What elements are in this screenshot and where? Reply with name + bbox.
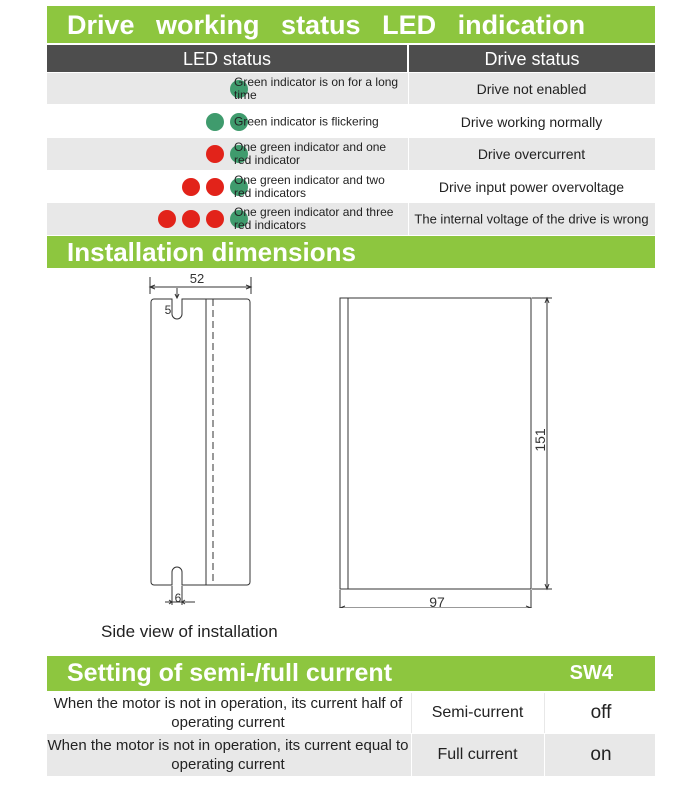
led-description: Green indicator is on for a long time: [234, 74, 399, 102]
led-description: One green indicator and one red indicato…: [234, 140, 387, 167]
column-divider: [408, 171, 409, 202]
sw4-value: off: [590, 702, 612, 723]
sw4-label: SW4: [569, 662, 613, 684]
led-indicators: [182, 171, 248, 202]
current-setting-row: When the motor is not in operation, its …: [47, 734, 655, 776]
drive-status-text: Drive input power overvoltage: [438, 178, 625, 195]
led-status-row: One green indicator and three red indica…: [47, 203, 655, 235]
drive-status-text: Drive working normally: [460, 113, 603, 130]
dim-depth-label: 97: [429, 594, 445, 608]
column-divider: [544, 734, 545, 776]
green-led-icon: [230, 177, 248, 196]
dim-width-label: 52: [190, 271, 204, 286]
led-section-title: Drive working status LED indication: [47, 6, 655, 43]
current-section-title-text: Setting of semi-/full current: [67, 659, 393, 687]
side-view-drawing: [148, 277, 253, 605]
current-mode: Semi-current: [431, 704, 524, 721]
led-indicators: [230, 73, 248, 104]
green-led-icon: [230, 145, 248, 163]
led-description: One green indicator and two red indicato…: [234, 172, 385, 200]
column-divider: [408, 203, 409, 235]
led-status-row: One green indicator and two red indicato…: [47, 171, 655, 202]
current-setting-row: When the motor is not in operation, its …: [47, 693, 655, 733]
current-description: When the motor is not in operation, its …: [53, 695, 403, 731]
drive-status-text: Drive not enabled: [476, 80, 587, 97]
column-divider: [408, 138, 409, 170]
red-led-icon: [206, 177, 224, 196]
green-led-icon: [230, 210, 248, 228]
sw4-value: on: [590, 744, 612, 765]
drive-status-text: Drive overcurrent: [477, 146, 586, 162]
current-description: When the motor is not in operation, its …: [47, 737, 409, 773]
current-section-title: Setting of semi-/full current SW4: [47, 656, 655, 691]
red-led-icon: [206, 145, 224, 163]
led-status-header: LED status: [47, 45, 407, 72]
red-led-icon: [182, 177, 200, 196]
red-led-icon: [182, 210, 200, 228]
column-divider: [408, 106, 409, 137]
installation-drawing: 52 5 6 151 97: [148, 271, 552, 608]
side-view-caption: Side view of installation: [101, 622, 278, 641]
green-led-icon: [206, 112, 224, 131]
red-led-icon: [158, 210, 176, 228]
led-indicators: [206, 138, 248, 170]
column-divider: [408, 73, 409, 104]
led-description: Green indicator is flickering: [234, 114, 379, 128]
dim-hole-bottom-label: 6: [175, 591, 182, 605]
red-led-icon: [206, 210, 224, 228]
current-mode: Full current: [437, 746, 518, 763]
led-indicators: [158, 203, 248, 235]
install-section-title: Installation dimensions: [47, 236, 655, 268]
column-divider: [411, 693, 412, 733]
green-led-icon: [230, 79, 248, 98]
led-status-row: Green indicator is flickering Drive worki…: [47, 106, 655, 137]
green-led-icon: [230, 112, 248, 131]
front-view-drawing: [338, 296, 552, 608]
drive-status-header: Drive status: [409, 45, 655, 72]
column-divider: [411, 734, 412, 776]
column-divider: [544, 693, 545, 733]
led-status-row: One green indicator and one red indicato…: [47, 138, 655, 170]
drive-status-text: The internal voltage of the drive is wro…: [414, 211, 649, 227]
led-status-row: Green indicator is on for a long time Dri…: [47, 73, 655, 104]
led-description: One green indicator and three red indica…: [234, 205, 394, 232]
dim-hole-top-label: 5: [165, 303, 172, 317]
led-indicators: [206, 106, 248, 137]
dim-height-label: 151: [532, 428, 548, 452]
